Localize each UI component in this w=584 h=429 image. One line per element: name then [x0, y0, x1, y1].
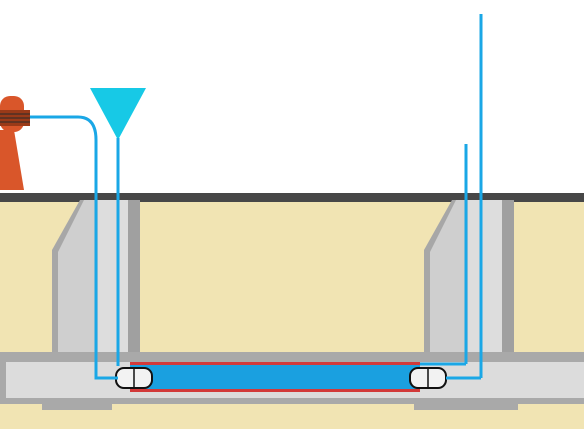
pump-icon	[0, 96, 30, 190]
packer-plug-right-icon	[409, 367, 447, 389]
ground-surface	[0, 193, 584, 202]
left-shaft	[52, 200, 140, 360]
right-shaft	[424, 200, 514, 360]
packer-plug-left-icon	[115, 367, 153, 389]
pump-hose	[30, 115, 118, 380]
test-section	[130, 362, 420, 392]
funnel-icon	[90, 88, 146, 366]
